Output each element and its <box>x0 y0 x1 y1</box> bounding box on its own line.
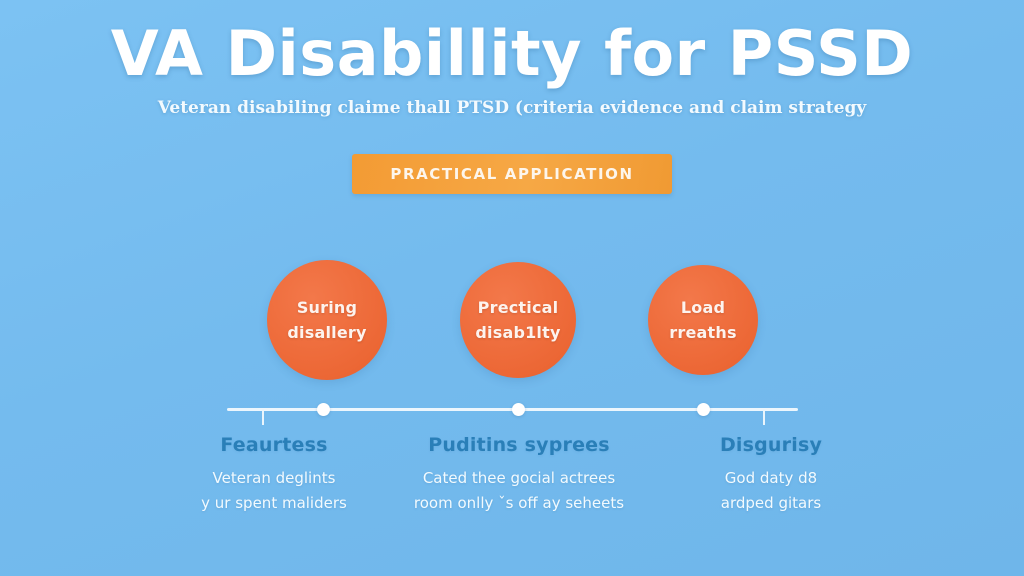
column-group: Feaurtess Veteran deglints y ur spent ma… <box>0 432 1024 542</box>
column-body-2-line2: room onlly ˇs off ay seheets <box>413 494 625 512</box>
circle-group: Suring disallery Prectical disab1lty Loa… <box>0 258 1024 388</box>
page-subtitle: Veteran disabiling claime thall PTSD (cr… <box>157 98 867 118</box>
column-body-3-line2: ardped gitars <box>720 494 822 512</box>
circle-item-3: Load rreaths <box>648 265 758 375</box>
timeline-dot-2 <box>512 403 525 416</box>
column-heading-2: Puditins syprees <box>428 434 610 456</box>
circle-label-1-line2: disallery <box>287 323 367 342</box>
circle-label-3-line2: rreaths <box>669 323 737 342</box>
column-body-1-line2: y ur spent maliders <box>201 494 347 512</box>
circle-item-2: Prectical disab1lty <box>460 262 576 378</box>
timeline-tick-left <box>262 409 264 425</box>
column-item-1: Feaurtess Veteran deglints y ur spent ma… <box>176 432 372 516</box>
timeline-dot-3 <box>697 403 710 416</box>
circle-label-3: Load rreaths <box>661 295 744 345</box>
column-item-2: Puditins syprees Cated thee gocial actre… <box>396 432 642 516</box>
column-body-1-line1: Veteran deglints <box>212 469 336 487</box>
circle-item-1: Suring disallery <box>267 260 387 380</box>
column-item-3: Disgurisy God daty d8 ardped gitars <box>668 432 874 516</box>
column-body-2-line1: Cated thee gocial actrees <box>422 469 616 487</box>
circle-label-1-line1: Suring <box>296 298 358 317</box>
column-heading-1: Feaurtess <box>220 434 328 456</box>
column-heading-3: Disgurisy <box>719 434 823 456</box>
circle-label-3-line1: Load <box>680 298 726 317</box>
timeline-tick-right <box>763 409 765 425</box>
timeline <box>0 395 1024 435</box>
column-body-2: Cated thee gocial actrees room onlly ˇs … <box>396 466 642 516</box>
circle-label-2: Prectical disab1lty <box>467 295 568 345</box>
circle-label-2-line1: Prectical <box>477 298 559 317</box>
circle-label-2-line2: disab1lty <box>475 323 561 342</box>
column-body-1: Veteran deglints y ur spent maliders <box>176 466 372 516</box>
banner-container: PRACTICAL APPLICATION <box>0 154 1024 194</box>
page-title: VA Disabillity for PSSD <box>110 17 914 90</box>
section-banner: PRACTICAL APPLICATION <box>352 154 672 194</box>
timeline-dot-1 <box>317 403 330 416</box>
header: VA Disabillity for PSSD Veteran disabili… <box>0 18 1024 120</box>
column-body-3: God daty d8 ardped gitars <box>668 466 874 516</box>
circle-label-1: Suring disallery <box>279 295 374 345</box>
column-body-3-line1: God daty d8 <box>724 469 818 487</box>
